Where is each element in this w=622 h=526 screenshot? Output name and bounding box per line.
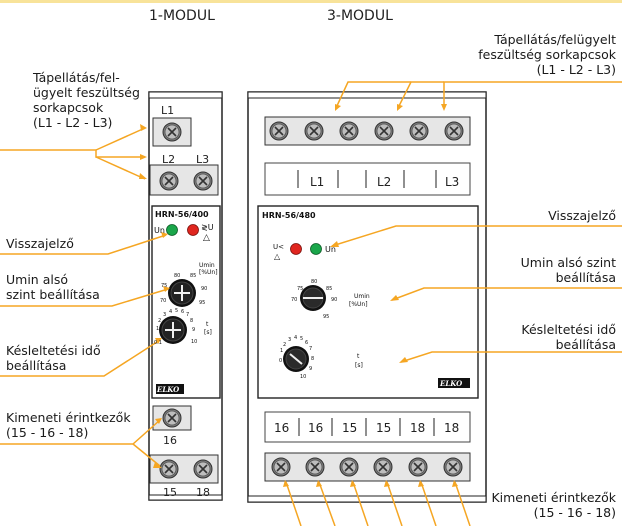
dev1-umin-70: 70 [160,298,166,304]
dev3-umin-95: 95 [323,314,329,320]
dev1-umin-unit: [%Un] [199,269,218,276]
dev3-model: HRN-56/480 [262,211,316,220]
dev1-alarm-icon: △ [203,233,210,243]
dev1-delay-unit: [s] [204,329,212,336]
dev1-brand-logo: ELKO [156,385,180,394]
dev3-delay-9: 9 [309,366,312,372]
header-3-modul: 3-MODUL [327,8,393,24]
dev3-terminal-18b: 18 [444,421,459,435]
dev1-delay-label: t [206,321,209,328]
dev1-delay-5: 5 [175,308,178,314]
dev3-delay-5: 5 [300,336,303,342]
dev1-umin-85: 85 [190,273,196,279]
dev3-led-un-label: Un [325,245,336,254]
dev3-umin-85: 85 [326,286,332,292]
dev3-delay-6: 6 [305,340,308,346]
dev3-delay-8: 8 [311,356,314,362]
dev3-delay-1: 1 [280,348,283,354]
callout-right-supply: Tápellátás/felügyelt feszültség sorkapcs… [478,32,616,77]
dev1-umin-75: 75 [161,283,167,289]
dev3-terminal-15a: 15 [342,421,357,435]
dev3-umin-75: 75 [297,286,303,292]
dev3-terminal-l2: L2 [377,175,391,189]
dev1-terminal-15: 15 [163,486,177,499]
dev3-delay-4: 4 [294,335,297,341]
dev1-terminal-l1: L1 [161,104,174,117]
callout-left-umin: Umin alsó szint beállítása [6,272,100,302]
dev1-terminal-18: 18 [196,486,210,499]
dev3-umin-80: 80 [311,279,317,285]
dev3-led-fault-label: U< [273,243,284,251]
dev3-delay-unit: [s] [355,362,363,369]
callout-left-delay: Késleltetési idő beállítása [6,343,101,373]
dev3-delay-3: 3 [288,337,291,343]
dev3-umin-70: 70 [291,297,297,303]
dev3-delay-10: 10 [300,374,306,380]
dev3-alarm-icon: △ [274,252,281,261]
callout-left-output: Kimeneti érintkezők (15 - 16 - 18) [6,410,131,440]
dev3-terminal-16b: 16 [308,421,323,435]
leader-lines [0,81,622,526]
dev1-delay-2: 2 [158,318,161,324]
callout-right-indicator: Visszajelző [548,208,616,223]
dev3-umin-unit: [%Un] [349,301,368,308]
dev1-delay-9: 9 [192,327,195,333]
dev3-terminal-15b: 15 [376,421,391,435]
dev1-delay-01: 0.1 [154,340,162,346]
dev1-delay-6: 6 [181,309,184,315]
callout-left-supply: Tápellátás/fel- ügyelt feszültség sorkap… [33,70,140,130]
dev3-terminal-18a: 18 [410,421,425,435]
dev1-led-un-label: Un [154,226,165,235]
dev1-umin-95: 95 [199,300,205,306]
dev1-model: HRN-56/400 [155,210,209,219]
dev1-terminal-16: 16 [163,434,177,447]
dev1-umin-90: 90 [201,286,207,292]
dev1-led-fault-label: ≷U [201,223,214,232]
dev3-delay-label: t [357,353,360,360]
dev3-delay-0: 0 [279,358,282,364]
dev1-delay-7: 7 [186,312,189,318]
dev1-terminal-l3: L3 [196,153,209,166]
dev3-terminal-16a: 16 [274,421,289,435]
callout-right-umin: Umin alsó szint beállítása [520,255,616,285]
callout-right-delay: Késleltetési idő beállítása [521,322,616,352]
dev1-delay-1: 1 [156,326,159,332]
dev1-delay-4: 4 [169,309,172,315]
callout-right-output: Kimeneti érintkezők (15 - 16 - 18) [491,490,616,520]
dev3-umin-label: Umin [354,293,370,300]
dev1-delay-3: 3 [163,312,166,318]
header-1-modul: 1-MODUL [149,8,215,24]
dev3-delay-2: 2 [283,342,286,348]
dev3-terminal-l1: L1 [310,175,324,189]
arrowheads [139,104,458,487]
callout-left-indicator: Visszajelző [6,236,74,251]
dev3-brand-logo: ELKO [439,379,463,388]
dev1-umin-80: 80 [174,273,180,279]
dev1-delay-8: 8 [190,318,193,324]
dev1-terminal-l2: L2 [162,153,175,166]
dev1-delay-10: 10 [191,339,197,345]
dev3-umin-90: 90 [331,297,337,303]
dev3-terminal-l3: L3 [445,175,459,189]
device-3-modul [247,91,487,503]
dev3-delay-7: 7 [309,346,312,352]
dev1-umin-label: Umin [199,262,215,269]
device-1-modul [148,91,223,501]
